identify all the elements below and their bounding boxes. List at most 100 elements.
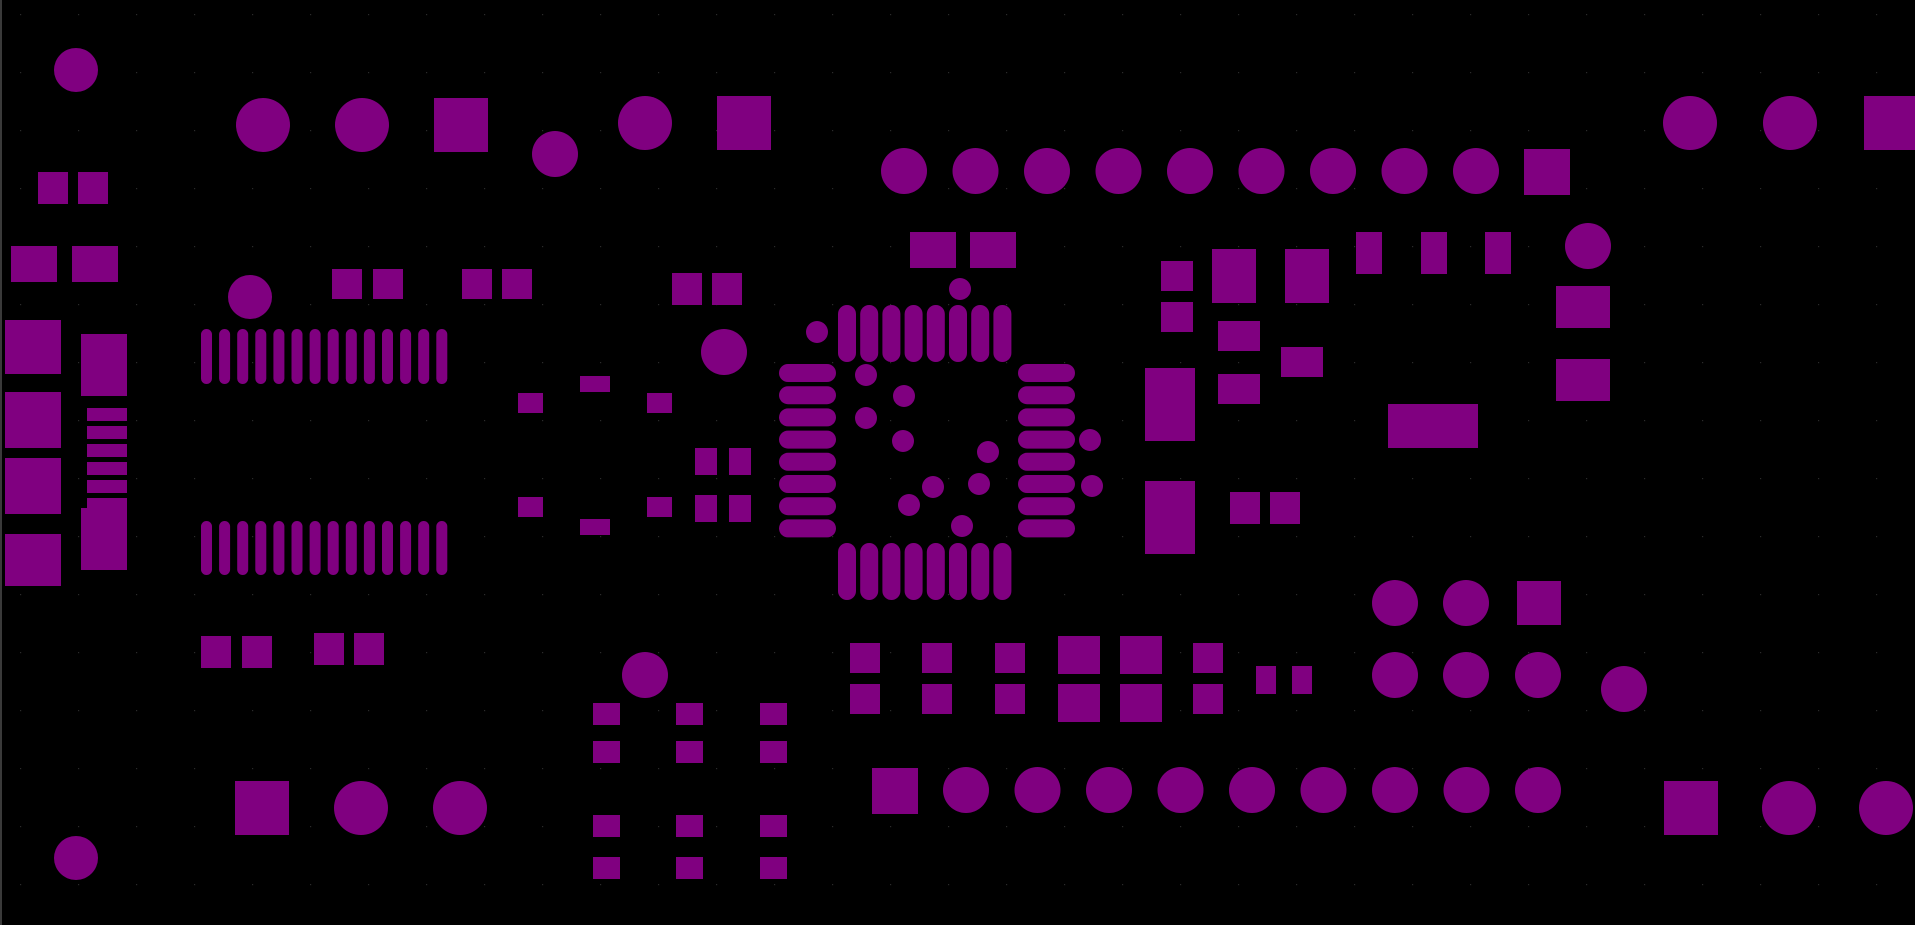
pad-oblong[interactable] (779, 497, 836, 516)
pad-oblong[interactable] (779, 430, 836, 449)
pad-oblong[interactable] (882, 543, 901, 600)
pad-round[interactable] (1095, 148, 1142, 194)
pad-rect[interactable] (518, 393, 543, 413)
pad-oblong[interactable] (1018, 475, 1075, 493)
pad-rect[interactable] (235, 781, 289, 835)
pad-round[interactable] (1372, 580, 1418, 626)
pad-oblong[interactable] (436, 521, 448, 575)
pad-oblong[interactable] (838, 305, 856, 362)
pad-rect[interactable] (580, 519, 610, 535)
pad-round[interactable] (701, 329, 747, 375)
pad-oblong[interactable] (1018, 408, 1075, 427)
pad-rect[interactable] (760, 741, 787, 763)
pad-rect[interactable] (332, 269, 362, 299)
pad-round[interactable] (1601, 666, 1647, 712)
pad-oblong[interactable] (779, 519, 836, 538)
pad-oblong[interactable] (382, 521, 393, 575)
pad-round[interactable] (1515, 767, 1561, 813)
pad-round[interactable] (1443, 580, 1489, 626)
pad-rect[interactable] (518, 497, 543, 517)
pad-round[interactable] (968, 473, 990, 495)
pad-round[interactable] (1079, 429, 1101, 451)
pad-rect[interactable] (850, 684, 880, 714)
pad-oblong[interactable] (309, 521, 321, 575)
pad-rect[interactable] (1058, 636, 1100, 674)
pad-oblong[interactable] (949, 543, 967, 600)
pad-round[interactable] (618, 96, 672, 150)
pad-rect[interactable] (1556, 286, 1610, 328)
pad-rect[interactable] (850, 643, 880, 673)
pad-oblong[interactable] (309, 329, 321, 384)
pad-rect[interactable] (580, 376, 610, 392)
pad-rect[interactable] (729, 448, 751, 475)
pad-rect[interactable] (760, 857, 787, 879)
pad-rect[interactable] (1864, 96, 1915, 150)
pad-rect[interactable] (11, 246, 57, 282)
pad-rect[interactable] (1292, 666, 1312, 694)
pad-oblong[interactable] (273, 329, 285, 384)
pad-rect[interactable] (1270, 492, 1300, 524)
pad-rect[interactable] (1212, 249, 1256, 303)
pad-oblong[interactable] (838, 543, 856, 600)
pad-rect[interactable] (1218, 321, 1260, 351)
pad-oblong[interactable] (1018, 519, 1075, 538)
pad-rect[interactable] (462, 269, 492, 299)
pad-oblong[interactable] (219, 521, 231, 575)
pad-round[interactable] (54, 48, 98, 92)
pad-rect[interactable] (502, 269, 532, 299)
pad-oblong[interactable] (237, 329, 249, 384)
pad-round[interactable] (1300, 767, 1347, 813)
pad-oblong[interactable] (779, 475, 836, 493)
pad-rect[interactable] (1517, 581, 1561, 625)
pad-oblong[interactable] (904, 305, 923, 362)
pad-oblong[interactable] (779, 364, 836, 382)
pad-rect[interactable] (1193, 643, 1223, 673)
pad-oblong[interactable] (882, 305, 901, 362)
pad-round[interactable] (532, 131, 578, 177)
pad-rect[interactable] (1256, 666, 1276, 694)
pad-oblong[interactable] (327, 329, 339, 384)
pad-rect[interactable] (81, 508, 127, 570)
pad-rect[interactable] (1193, 684, 1223, 714)
pad-round[interactable] (1443, 767, 1490, 813)
pad-round[interactable] (1167, 148, 1213, 194)
pad-oblong[interactable] (291, 329, 303, 384)
pad-oblong[interactable] (1018, 452, 1075, 471)
pad-oblong[interactable] (201, 329, 212, 384)
pad-round[interactable] (1024, 148, 1070, 194)
pad-round[interactable] (1372, 652, 1418, 698)
pad-round[interactable] (855, 364, 877, 386)
pad-round[interactable] (1443, 652, 1489, 698)
pad-oblong[interactable] (971, 305, 990, 362)
pad-round[interactable] (54, 836, 98, 880)
pad-oblong[interactable] (949, 305, 967, 362)
pad-oblong[interactable] (971, 543, 990, 600)
pad-rect[interactable] (922, 643, 952, 673)
pad-oblong[interactable] (345, 329, 357, 384)
pad-oblong[interactable] (860, 543, 879, 600)
pad-round[interactable] (1081, 475, 1103, 497)
pad-round[interactable] (1453, 148, 1499, 194)
pad-round[interactable] (1310, 148, 1356, 194)
pad-rect[interactable] (354, 633, 384, 665)
pad-rect[interactable] (593, 741, 620, 763)
pad-rect[interactable] (647, 497, 672, 517)
pad-round[interactable] (1663, 96, 1717, 150)
pad-rect[interactable] (1161, 302, 1193, 332)
pad-round[interactable] (1515, 652, 1561, 698)
pad-oblong[interactable] (926, 305, 945, 362)
pad-rect[interactable] (434, 98, 488, 152)
pad-oblong[interactable] (255, 329, 267, 384)
pad-rect[interactable] (695, 495, 717, 522)
pad-oblong[interactable] (993, 543, 1012, 600)
pad-oblong[interactable] (779, 386, 836, 405)
pad-rect[interactable] (87, 426, 127, 439)
pad-round[interactable] (881, 148, 927, 194)
pad-oblong[interactable] (201, 521, 212, 575)
pad-oblong[interactable] (400, 329, 412, 384)
pad-rect[interactable] (1285, 249, 1329, 303)
pad-rect[interactable] (1120, 636, 1162, 674)
pad-rect[interactable] (593, 857, 620, 879)
pad-round[interactable] (1565, 223, 1611, 269)
